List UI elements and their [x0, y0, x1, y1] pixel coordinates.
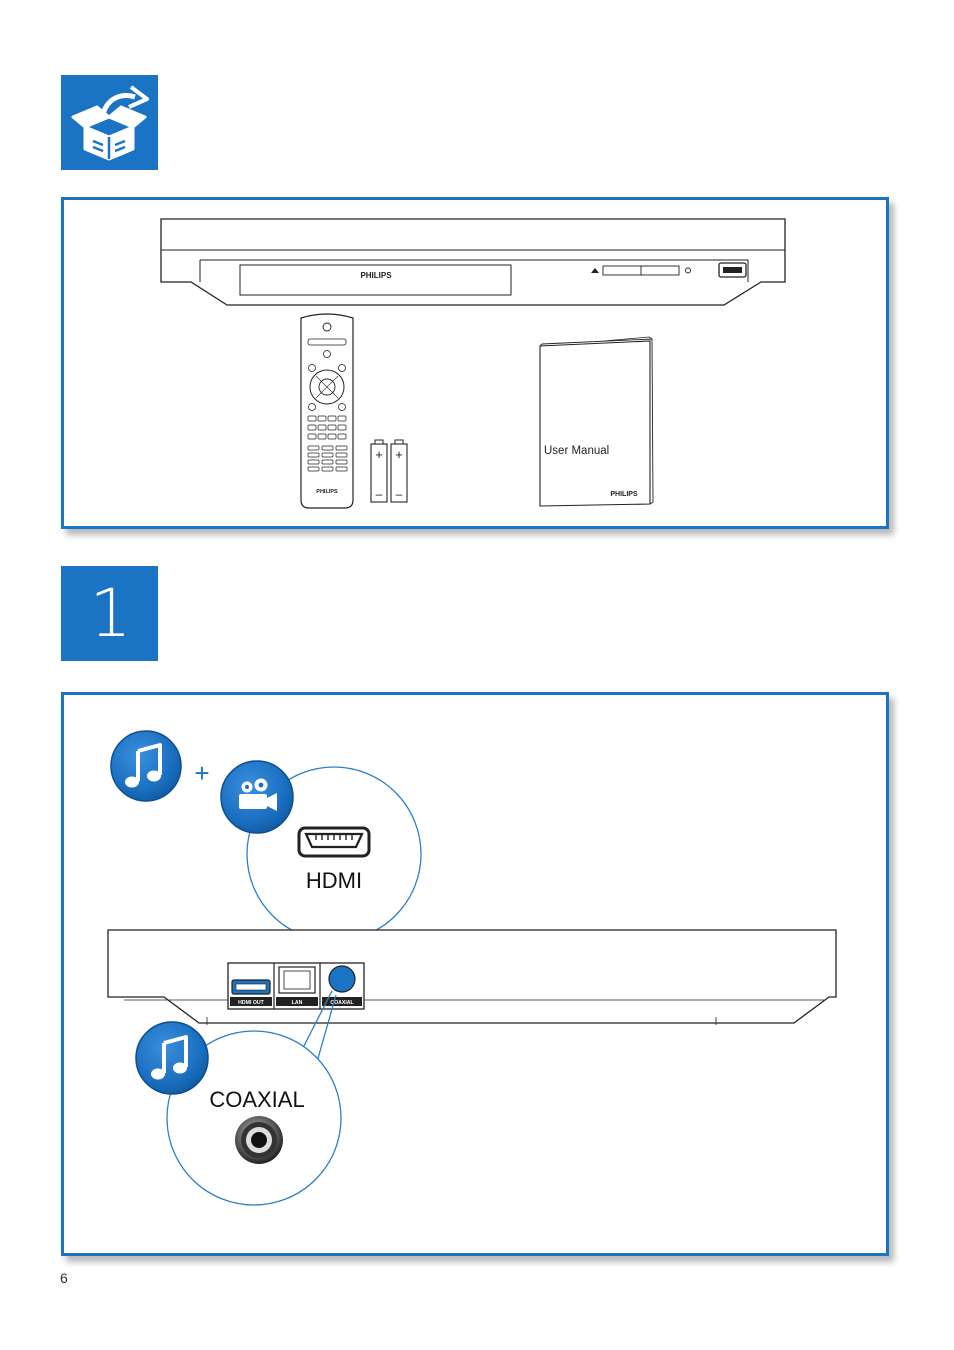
box-contents-panel: PHILIPS — [61, 197, 889, 529]
unbox-section-icon-tile — [61, 75, 158, 170]
battery-minus-sign: – — [396, 487, 403, 501]
batteries-illustration: + + – – — [370, 439, 408, 503]
player-brand-label: PHILIPS — [360, 271, 392, 280]
coaxial-port — [328, 965, 356, 993]
player-front-illustration: PHILIPS — [160, 218, 786, 306]
step-number: 1 — [89, 575, 132, 652]
coaxial-port-label: COAXIAL — [330, 1000, 354, 1006]
power-button-icon — [685, 267, 691, 274]
movie-camera-icon — [220, 760, 294, 834]
player-rear-illustration: HDMI OUT LAN COAXIAL — [107, 929, 837, 1025]
battery-plus-sign: + — [395, 447, 403, 462]
user-manual-illustration: User Manual PHILIPS — [539, 336, 654, 507]
plus-sign: + — [194, 758, 209, 788]
battery-plus-sign: + — [375, 447, 383, 462]
page-number: 6 — [60, 1270, 68, 1286]
lan-port-label: LAN — [292, 1000, 303, 1006]
remote-brand-label: PHILIPS — [316, 489, 338, 495]
connection-panel: + HDMI — [61, 692, 889, 1256]
remote-control-illustration: PHILIPS — [300, 313, 354, 509]
music-note-icon — [110, 730, 182, 802]
unbox-icon — [71, 85, 149, 161]
step-number-tile: 1 — [61, 566, 158, 661]
battery-minus-sign: – — [376, 487, 383, 501]
manual-brand-label: PHILIPS — [610, 491, 638, 498]
coaxial-callout: COAXIAL — [166, 990, 342, 1206]
hdmi-out-port-label: HDMI OUT — [238, 1000, 264, 1006]
coaxial-callout-label: COAXIAL — [209, 1087, 304, 1112]
user-manual-title: User Manual — [544, 445, 609, 457]
music-note-icon — [135, 1021, 209, 1095]
coaxial-jack-icon — [235, 1116, 283, 1164]
eject-icon — [591, 268, 599, 273]
hdmi-callout-label: HDMI — [306, 868, 362, 893]
usb-port-icon — [718, 262, 747, 278]
